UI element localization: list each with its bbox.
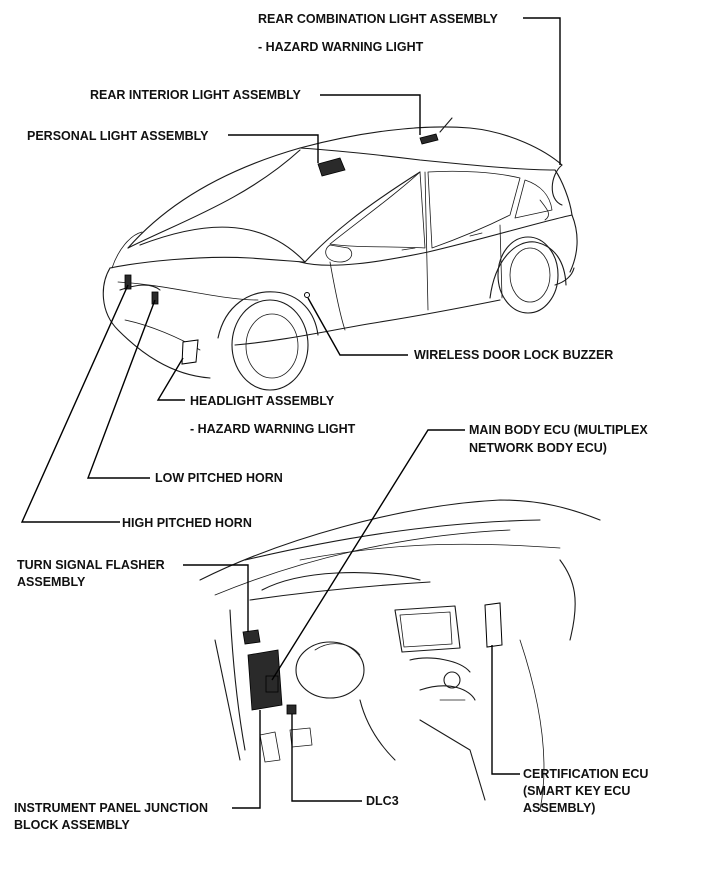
leader-personal-light: [228, 134, 319, 163]
label-headlight: HEADLIGHT ASSEMBLY: [190, 394, 335, 408]
dlc3-icon: [286, 704, 297, 715]
dashboard-illustration: [199, 499, 601, 811]
label-ipjb-1: INSTRUMENT PANEL JUNCTION: [14, 801, 208, 815]
label-dlc3: DLC3: [366, 794, 399, 808]
labels: REAR COMBINATION LIGHT ASSEMBLY - HAZARD…: [14, 12, 648, 832]
label-personal-light: PERSONAL LIGHT ASSEMBLY: [27, 129, 209, 143]
high-horn-icon: [124, 274, 132, 290]
leader-low-horn: [86, 299, 156, 479]
label-headlight-sub: - HAZARD WARNING LIGHT: [190, 422, 356, 436]
label-rear-combination: REAR COMBINATION LIGHT ASSEMBLY: [258, 12, 498, 26]
label-turn-signal-1: TURN SIGNAL FLASHER: [17, 558, 165, 572]
junction-block-icon: [247, 649, 283, 711]
leader-buzzer: [307, 297, 408, 356]
leader-main-body-ecu: [271, 429, 465, 681]
label-low-horn: LOW PITCHED HORN: [155, 471, 283, 485]
buzzer-icon: [304, 292, 310, 298]
leader-lines: [20, 17, 561, 809]
car-illustration: [102, 117, 578, 391]
label-wireless-buzzer: WIRELESS DOOR LOCK BUZZER: [414, 348, 613, 362]
leader-rear-interior: [320, 94, 421, 135]
car-components: [124, 133, 439, 305]
personal-light-icon: [317, 157, 346, 177]
leader-certification: [491, 645, 520, 775]
label-rear-interior: REAR INTERIOR LIGHT ASSEMBLY: [90, 88, 302, 102]
turn-signal-flasher-icon: [242, 629, 261, 645]
label-certification-2: (SMART KEY ECU: [523, 784, 630, 798]
leader-ipjb: [232, 710, 261, 809]
leader-high-horn: [20, 284, 129, 523]
leader-headlight: [156, 357, 185, 401]
rear-interior-light-icon: [419, 133, 439, 145]
label-ipjb-2: BLOCK ASSEMBLY: [14, 818, 130, 832]
label-certification-3: ASSEMBLY): [523, 801, 595, 815]
label-high-horn: HIGH PITCHED HORN: [122, 516, 252, 530]
leader-rear-combination: [523, 17, 561, 165]
leader-dlc3: [291, 714, 362, 802]
leader-turn-signal: [183, 564, 249, 632]
main-body-ecu-icon: [265, 675, 279, 693]
label-main-body-ecu-2: NETWORK BODY ECU): [469, 441, 607, 455]
certification-ecu-icon: [484, 602, 503, 648]
low-horn-icon: [151, 291, 159, 305]
label-certification-1: CERTIFICATION ECU: [523, 767, 648, 781]
label-rear-combination-sub: - HAZARD WARNING LIGHT: [258, 40, 424, 54]
label-turn-signal-2: ASSEMBLY: [17, 575, 86, 589]
label-main-body-ecu-1: MAIN BODY ECU (MULTIPLEX: [469, 423, 648, 437]
dashboard-components: [242, 602, 503, 715]
